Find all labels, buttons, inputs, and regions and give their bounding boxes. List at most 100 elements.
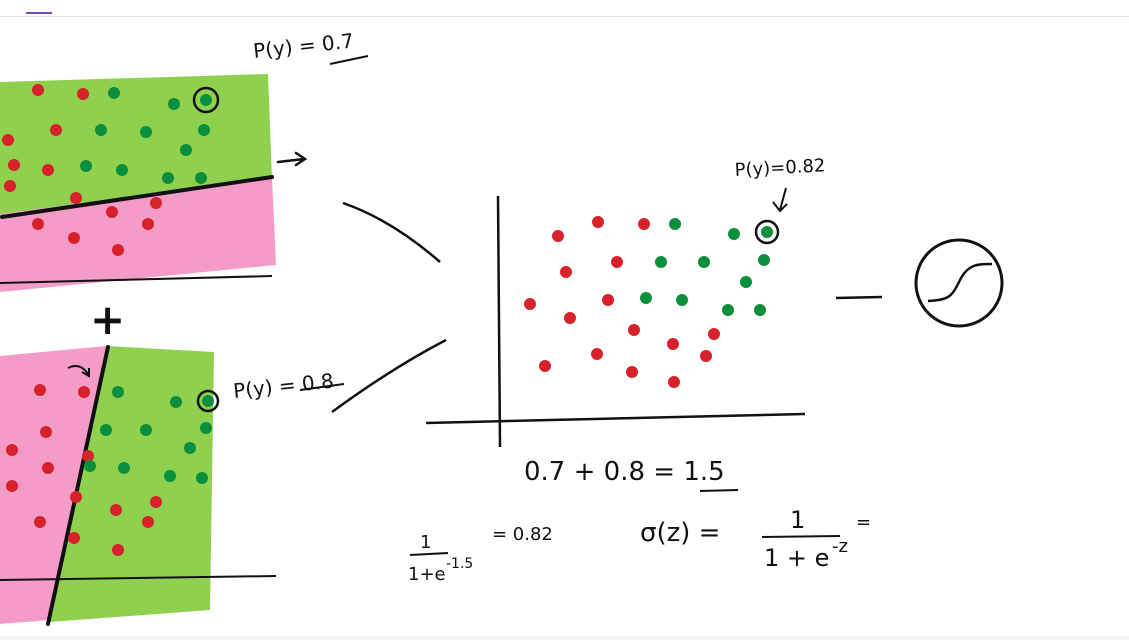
model1-red-point <box>42 164 54 176</box>
combined-green-point <box>669 218 681 230</box>
model1-red-point <box>106 206 118 218</box>
sigmoid-exponent: -z <box>832 536 848 557</box>
combined-red-point <box>700 350 712 362</box>
model1-green-point <box>95 124 107 136</box>
model2-red-point <box>110 504 122 516</box>
combined-red-point <box>668 376 680 388</box>
combined-green-point <box>698 256 710 268</box>
model1-highlight-ring <box>192 86 220 114</box>
model1-baseline <box>0 275 273 284</box>
model1-green-point <box>198 124 210 136</box>
sigmoid-curve-icon <box>914 238 1004 328</box>
model1-decision-boundary <box>0 175 274 219</box>
model2-red-point <box>142 516 154 528</box>
model1-red-point <box>4 180 16 192</box>
sigmoid-formula: σ(z) = 1 1 + e -z = <box>640 506 871 572</box>
model2-green-point <box>202 395 214 407</box>
model1-green-point <box>200 94 212 106</box>
model1-red-point <box>150 197 162 209</box>
model2-green-point <box>184 442 196 454</box>
model2-red-point <box>6 444 18 456</box>
calc-exponent: -1.5 <box>446 556 473 572</box>
bottom-divider <box>0 636 1129 640</box>
combined-x-axis <box>425 412 806 425</box>
model1-red-point <box>70 192 82 204</box>
model1-green-point <box>116 164 128 176</box>
combined-red-point <box>591 348 603 360</box>
combined-red-point <box>560 266 572 278</box>
combined-red-point <box>564 312 576 324</box>
sigmoid-fraction-bar <box>761 535 841 538</box>
calc-result: = 0.82 <box>492 524 553 545</box>
combined-red-point <box>592 216 604 228</box>
combined-green-point <box>728 228 740 240</box>
sigmoid-trailing-equals: = <box>856 512 871 533</box>
model1-green-point <box>162 172 174 184</box>
top-divider <box>0 16 1129 17</box>
plus-sign: + <box>90 295 125 344</box>
model2-red-point <box>70 491 82 503</box>
sigmoid-numerator: 1 <box>790 506 805 534</box>
combined-green-point <box>754 304 766 316</box>
model1-red-point <box>142 218 154 230</box>
combined-red-point <box>602 294 614 306</box>
model2-red-point <box>150 496 162 508</box>
model1-points <box>2 84 212 256</box>
model2-green-point <box>196 472 208 484</box>
calc-denominator: 1+e <box>408 564 446 585</box>
model2-red-point <box>78 386 90 398</box>
combined-red-point <box>626 366 638 378</box>
model2-pink-region <box>0 346 106 624</box>
model1-red-point <box>32 84 44 96</box>
combined-green-point <box>655 256 667 268</box>
model2-green-point <box>170 396 182 408</box>
model2-red-point <box>42 462 54 474</box>
model1-red-point <box>2 134 14 146</box>
model1-green-point <box>108 87 120 99</box>
model2-prob-underline <box>299 383 345 391</box>
model1-green-point <box>195 172 207 184</box>
combined-down-arrow-icon <box>772 187 788 213</box>
connector-bottom <box>331 338 447 414</box>
model2-red-point <box>82 450 94 462</box>
combined-green-point <box>640 292 652 304</box>
combined-red-point <box>628 324 640 336</box>
model2-green-point <box>84 460 96 472</box>
model2-green-point <box>200 422 212 434</box>
sum-equation: 0.7 + 0.8 = 1.5 <box>524 457 725 487</box>
model2-red-point <box>112 544 124 556</box>
model1-probability-label: P(y) = 0.7 <box>252 29 355 63</box>
combined-red-point <box>539 360 551 372</box>
model2-green-point <box>164 470 176 482</box>
model2-probability-label: P(y) = 0.8 <box>232 369 335 403</box>
model2-red-point <box>34 384 46 396</box>
model2-panel: P(y) = 0.8 <box>0 345 345 626</box>
model1-red-point <box>32 218 44 230</box>
model2-green-point <box>112 386 124 398</box>
combined-green-point <box>676 294 688 306</box>
sigmoid-calculation: 1 1+e -1.5 = 0.82 <box>408 524 553 585</box>
model1-red-point <box>8 159 20 171</box>
model2-red-point <box>68 532 80 544</box>
model2-green-point <box>140 424 152 436</box>
combined-probability-label: P(y)=0.82 <box>734 155 826 181</box>
model1-green-point <box>180 144 192 156</box>
calc-numerator: 1 <box>420 532 431 553</box>
calc-fraction-bar <box>409 552 449 556</box>
model2-red-point <box>34 516 46 528</box>
model1-red-point <box>50 124 62 136</box>
to-sigmoid-dash <box>835 295 883 300</box>
sum-result-underline <box>699 489 739 492</box>
model2-curved-arrow-icon <box>67 365 90 378</box>
combined-red-point <box>611 256 623 268</box>
model2-points <box>6 384 214 556</box>
model2-green-point <box>118 462 130 474</box>
model2-highlight-ring <box>196 389 220 413</box>
combined-red-point <box>552 230 564 242</box>
model1-arrow-right-icon <box>276 151 308 167</box>
top-accent-mark <box>26 12 52 14</box>
model1-red-point <box>77 88 89 100</box>
model2-baseline <box>0 575 277 581</box>
connector-top <box>342 201 441 263</box>
